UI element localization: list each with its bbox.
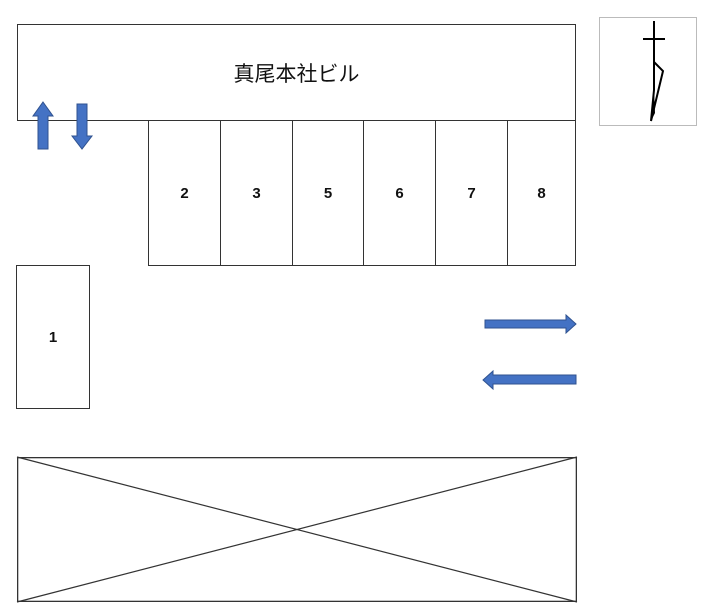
arrow-right-icon (484, 313, 577, 335)
space-number: 6 (395, 184, 404, 202)
parking-space-8: 8 (507, 120, 576, 266)
space-number: 7 (467, 184, 476, 202)
parking-space-5: 5 (292, 120, 364, 266)
crossed-area (16, 456, 578, 603)
parking-space-1: 1 (16, 265, 90, 409)
parking-space-7: 7 (435, 120, 508, 266)
space-number: 2 (180, 184, 189, 202)
parking-space-2: 2 (148, 120, 221, 266)
building-block: 真尾本社ビル (17, 24, 576, 121)
compass-box (599, 17, 697, 126)
parking-space-3: 3 (220, 120, 293, 266)
parking-space-6: 6 (363, 120, 436, 266)
space-number: 3 (252, 184, 261, 202)
arrow-left-icon (482, 369, 577, 391)
crossed-box (16, 456, 578, 603)
north-arrow-icon (643, 21, 665, 122)
building-label: 真尾本社ビル (233, 62, 360, 86)
space-number: 8 (537, 184, 546, 202)
space-number: 5 (323, 184, 333, 202)
space-number: 1 (48, 328, 58, 346)
